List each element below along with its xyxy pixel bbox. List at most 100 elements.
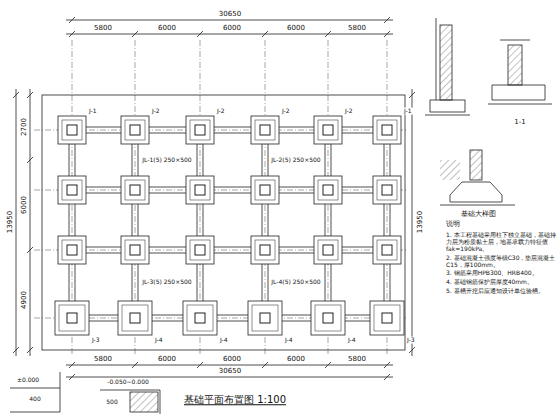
footing — [121, 176, 149, 204]
dimension-text: 13950 — [416, 210, 424, 234]
dimension-line — [412, 89, 413, 356]
dimension-line — [66, 20, 393, 21]
dimension-line — [66, 34, 393, 35]
footing-step — [62, 180, 82, 200]
footing-step — [318, 180, 338, 200]
axis-line — [34, 130, 406, 131]
dimension-tick — [384, 31, 390, 37]
column — [323, 125, 333, 135]
callout-label: 基础大样图 — [460, 210, 497, 218]
tie-beam — [197, 130, 198, 318]
callout-label: JL-1(5) 250×500 — [141, 157, 192, 164]
footing — [370, 301, 404, 335]
column — [260, 185, 270, 195]
dimension-tick — [69, 17, 75, 23]
column — [382, 125, 392, 135]
dimension-text: 2700 — [20, 117, 28, 137]
column — [130, 125, 140, 135]
callout-label: JL-3(5) 250×500 — [141, 279, 192, 286]
footing — [248, 301, 282, 335]
callout-label: J-2 — [216, 108, 226, 115]
dimension-tick — [325, 362, 331, 368]
footing-step — [59, 305, 85, 331]
dimension-tick — [13, 92, 19, 98]
axis-line — [34, 250, 406, 251]
dimension-text: 5800 — [93, 355, 113, 363]
column — [323, 245, 333, 255]
footing — [121, 116, 149, 144]
dimension-text: 6000 — [157, 24, 177, 32]
footing-step — [377, 240, 397, 260]
column — [67, 185, 77, 195]
footing-step — [377, 180, 397, 200]
dimension-tick — [69, 374, 75, 380]
dimension-tick — [27, 247, 33, 253]
footing — [58, 116, 86, 144]
column — [195, 125, 205, 135]
column — [130, 185, 140, 195]
plan-frame — [42, 95, 405, 350]
footing-step — [318, 240, 338, 260]
dimension-tick — [132, 362, 138, 368]
drawing-title: 基础平面布置图 1:100 — [183, 394, 287, 406]
dimension-text: 4900 — [20, 290, 28, 310]
column — [382, 185, 392, 195]
dimension-tick — [384, 17, 390, 23]
dimension-tick — [262, 362, 268, 368]
tie-beam — [69, 130, 70, 318]
column — [195, 185, 205, 195]
dimension-text: 6000 — [222, 355, 242, 363]
dimension-tick — [384, 362, 390, 368]
column — [130, 245, 140, 255]
note-text: 4. 基础钢筋保护层厚度40mm。 — [445, 279, 557, 286]
footing-step — [377, 120, 397, 140]
footing-step — [187, 305, 213, 331]
step-details — [10, 372, 160, 414]
dimension-tick — [409, 92, 415, 98]
footing — [121, 236, 149, 264]
column — [67, 245, 77, 255]
callout-label: JL-2(5) 250×500 — [270, 157, 321, 164]
dimension-line — [66, 377, 393, 378]
dimension-tick — [325, 31, 331, 37]
dimension-line — [16, 89, 17, 356]
callout-label: J-1 — [403, 108, 413, 115]
dimension-text: 30650 — [218, 367, 242, 375]
dimension-line — [30, 89, 31, 356]
footing — [118, 301, 152, 335]
column — [260, 125, 270, 135]
footing-step — [255, 120, 275, 140]
tie-beam — [203, 130, 204, 318]
column — [130, 313, 140, 323]
footing-step — [122, 305, 148, 331]
callout-label: J-4 — [219, 337, 229, 344]
footing — [314, 176, 342, 204]
dimension-tick — [262, 31, 268, 37]
dimension-text: 6000 — [20, 195, 28, 215]
dimension-text: 5800 — [347, 355, 367, 363]
dimension-text: 30650 — [218, 10, 242, 18]
footing-step — [190, 120, 210, 140]
footing — [55, 301, 89, 335]
footing — [58, 236, 86, 264]
column — [260, 313, 270, 323]
callout-label: J-3 — [91, 337, 101, 344]
footing — [251, 236, 279, 264]
callout-label: J-4 — [154, 337, 164, 344]
footing-step — [125, 120, 145, 140]
tie-beam — [325, 130, 326, 318]
footing — [251, 176, 279, 204]
axis-line — [34, 190, 406, 191]
callout-label: 1-1 — [513, 118, 526, 126]
wall-detail — [425, 18, 470, 115]
tie-beam — [132, 130, 133, 318]
dimension-tick — [27, 347, 33, 353]
dimension-tick — [197, 31, 203, 37]
dimension-line — [66, 365, 393, 366]
footing — [373, 176, 401, 204]
dimension-tick — [69, 31, 75, 37]
note-text: 5. 基槽开挖后应通知设计单位验槽。 — [445, 288, 557, 295]
footing — [314, 236, 342, 264]
callout-label: J-4 — [284, 337, 294, 344]
column — [195, 245, 205, 255]
